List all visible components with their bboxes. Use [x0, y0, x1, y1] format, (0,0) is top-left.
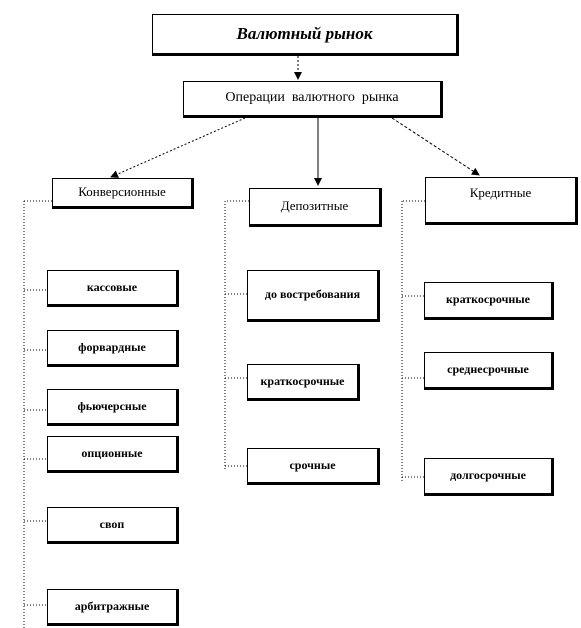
- conversion-item-option: опционные: [47, 436, 179, 473]
- category-conversion: Конверсионные: [52, 178, 194, 209]
- root-title: Валютный рынок: [236, 24, 373, 44]
- credit-item-short-term: краткосрочные: [424, 282, 554, 320]
- category-deposit-label: Депозитные: [280, 198, 349, 214]
- credit-item-label: краткосрочные: [446, 292, 530, 307]
- deposit-item-label: краткосрочные: [260, 373, 345, 388]
- category-credit-label: Кредитные: [469, 185, 532, 200]
- credit-branch-lines: [401, 200, 425, 481]
- deposit-item-fixed-term: срочные: [247, 448, 380, 485]
- category-conversion-label: Конверсионные: [78, 184, 166, 200]
- conversion-item-label: кассовые: [86, 279, 138, 294]
- conversion-item-forward: форвардные: [47, 330, 179, 367]
- conversion-item-futures: фьючерсные: [47, 389, 179, 426]
- conversion-item-swap: своп: [47, 507, 179, 544]
- conversion-item-spot: кассовые: [47, 270, 179, 307]
- deposit-item-short-term: краткосрочные: [247, 364, 360, 401]
- operations-box: Операции валютного рынка: [183, 81, 443, 118]
- credit-item-label: долгосрочные: [450, 468, 526, 483]
- deposit-branch-lines: [224, 200, 249, 470]
- root-box: Валютный рынок: [152, 14, 459, 56]
- conversion-item-label: своп: [99, 516, 125, 531]
- category-deposit: Депозитные: [249, 188, 382, 227]
- arrow-to-credit: [391, 117, 480, 176]
- conversion-item-label: форвардные: [78, 339, 146, 354]
- deposit-item-label: до востребования: [264, 287, 361, 302]
- credit-item-long-term: долгосрочные: [424, 458, 554, 496]
- conversion-item-label: фьючерсные: [77, 398, 147, 413]
- conversion-item-arbitrage: арбитражные: [47, 589, 179, 626]
- deposit-item-label: срочные: [289, 457, 336, 472]
- operations-title: Операции валютного рынка: [225, 90, 399, 106]
- conversion-item-label: арбитражные: [74, 598, 150, 613]
- arrow-to-conversion: [110, 117, 246, 178]
- conversion-item-label: опционные: [81, 445, 143, 460]
- credit-item-label: среднесрочные: [447, 362, 529, 377]
- deposit-item-on-demand: до востребования: [247, 270, 380, 322]
- conversion-branch-lines: [23, 200, 52, 628]
- credit-item-medium-term: среднесрочные: [424, 352, 554, 390]
- category-credit: Кредитные: [425, 177, 578, 225]
